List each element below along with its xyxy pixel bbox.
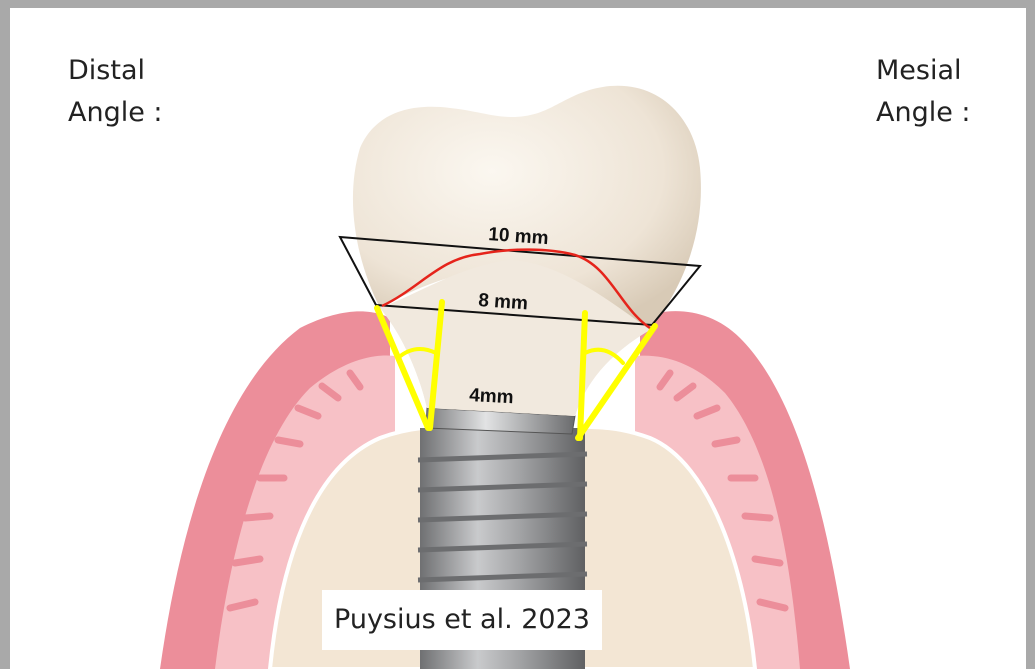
slide: 10 mm 8 mm 4mm Distal Angle : Mesial Ang… <box>10 8 1026 669</box>
emergence-width-label: 8 mm <box>478 290 529 314</box>
citation: Puysius et al. 2023 <box>322 590 602 650</box>
crown-width-label: 10 mm <box>488 224 550 249</box>
distal-angle-label: Distal Angle : <box>68 50 163 134</box>
mesial-angle-label: Mesial Angle : <box>876 50 971 134</box>
platform-width-label: 4mm <box>469 385 514 408</box>
